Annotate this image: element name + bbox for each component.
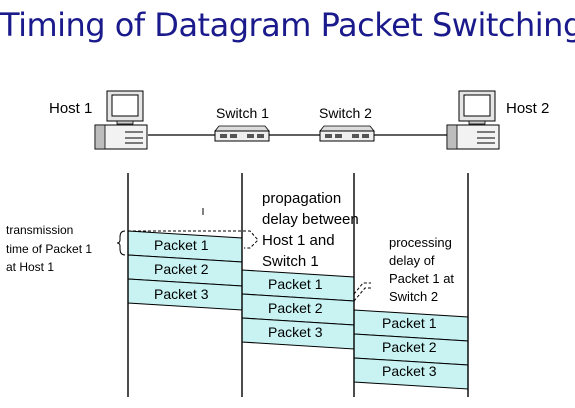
host2-computer-icon xyxy=(446,90,500,150)
propagation-bracket xyxy=(128,230,259,249)
transmission-annotation: transmission time of Packet 1 at Host 1 xyxy=(6,223,95,274)
switch1-packets xyxy=(241,269,355,350)
packet-label: Packet 3 xyxy=(382,363,437,379)
annotation-line: Host 1 and xyxy=(262,232,335,249)
packet-label: Packet 2 xyxy=(382,339,437,355)
annotation-line: processing xyxy=(389,235,452,250)
annotation-line: delay of xyxy=(389,253,435,268)
switch2-icon xyxy=(319,125,375,142)
switch2-packets xyxy=(353,309,469,390)
packet-label: Packet 3 xyxy=(154,286,209,302)
host1-packets xyxy=(127,230,243,311)
packet-label: Packet 1 xyxy=(154,237,209,253)
packet-label: Packet 1 xyxy=(382,315,437,331)
host2-label: Host 2 xyxy=(506,100,549,117)
transmission-brace xyxy=(116,230,126,256)
switch1-label: Switch 1 xyxy=(216,105,269,121)
annotation-line: Switch 1 xyxy=(262,253,319,270)
switch2-label: Switch 2 xyxy=(319,105,372,121)
annotation-line: delay between xyxy=(262,211,359,228)
packet-label: Packet 2 xyxy=(154,261,209,277)
host1-computer-icon xyxy=(94,90,148,150)
packet-label: Packet 3 xyxy=(268,324,323,340)
host1-label: Host 1 xyxy=(49,100,92,117)
switch1-icon xyxy=(214,125,270,142)
annotation-line: propagation xyxy=(262,190,341,207)
propagation-annotation: propagation delay between Host 1 and Swi… xyxy=(262,190,363,270)
annotation-line: at Host 1 xyxy=(6,260,54,274)
processing-bracket xyxy=(353,282,372,302)
diagram-title: Timing of Datagram Packet Switching xyxy=(0,6,575,44)
annotation-line: Switch 2 xyxy=(389,289,438,304)
processing-annotation: processing delay of Packet 1 at Switch 2 xyxy=(389,235,458,304)
packet-label: Packet 2 xyxy=(268,300,323,316)
packet-label: Packet 1 xyxy=(268,276,323,292)
annotation-line: time of Packet 1 xyxy=(6,242,92,256)
annotation-line: transmission xyxy=(6,223,73,237)
annotation-line: Packet 1 at xyxy=(389,271,454,286)
